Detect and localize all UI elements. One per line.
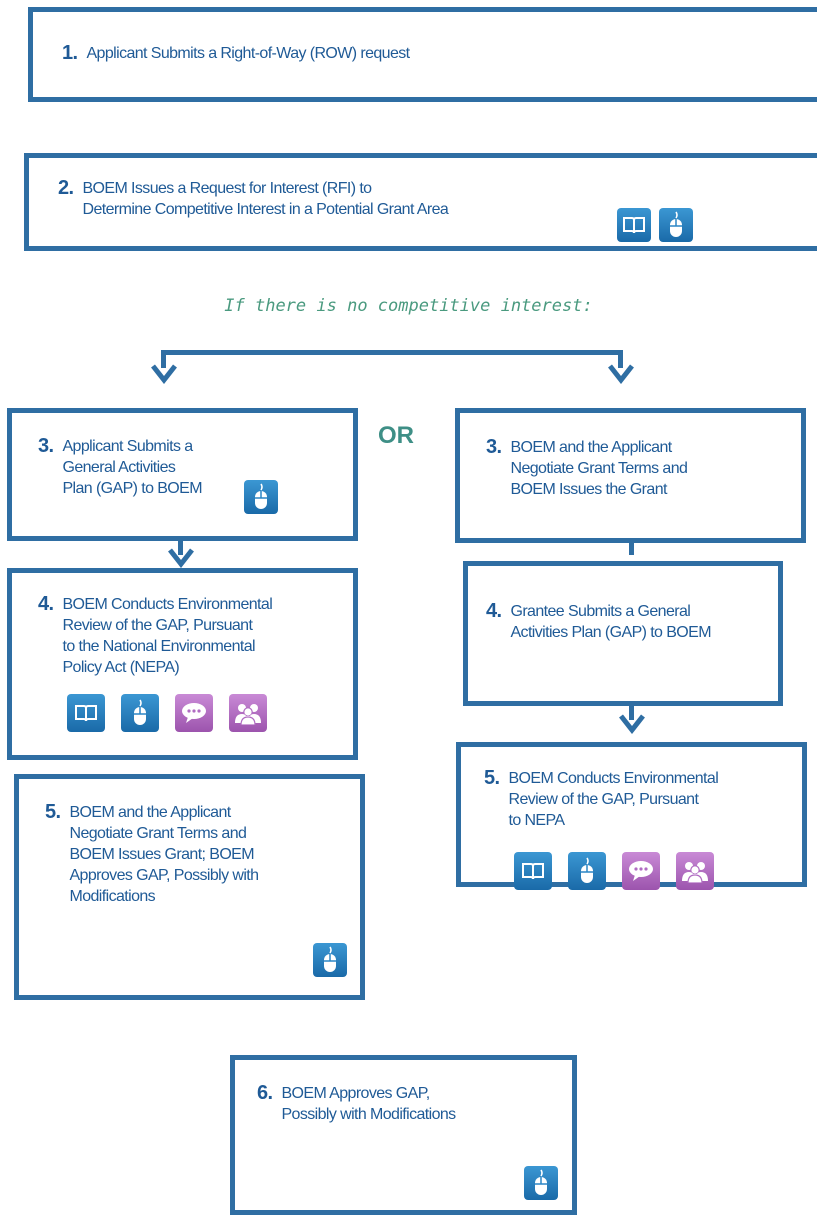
mouse-icon[interactable]	[659, 208, 693, 242]
step-number: 4.	[38, 593, 54, 615]
arrow-down-icon	[619, 714, 645, 734]
left-step-5-icons	[313, 943, 347, 977]
mouse-icon[interactable]	[121, 694, 159, 732]
right-step-5: 5. BOEM Conducts Environmental Review of…	[484, 767, 719, 831]
branch-right-drop	[618, 350, 623, 368]
step-number: 3.	[486, 436, 502, 458]
step-text: BOEM Conducts Environmental Review of th…	[508, 770, 719, 829]
step-number: 2.	[58, 177, 74, 199]
people-icon[interactable]	[229, 694, 267, 732]
step-number: 5.	[45, 801, 61, 823]
step-number: 6.	[257, 1082, 273, 1104]
step-number: 1.	[62, 42, 78, 64]
mouse-icon[interactable]	[244, 480, 278, 514]
step-text: BOEM Approves GAP, Possibly with Modific…	[281, 1085, 456, 1123]
right-step-3: 3. BOEM and the Applicant Negotiate Gran…	[486, 436, 688, 500]
book-icon[interactable]	[67, 694, 105, 732]
left-step-5-box	[14, 774, 365, 1000]
left-step-4: 4. BOEM Conducts Environmental Review of…	[38, 593, 273, 678]
step-6: 6. BOEM Approves GAP, Possibly with Modi…	[257, 1083, 456, 1125]
step-1: 1. Applicant Submits a Right-of-Way (ROW…	[62, 43, 410, 64]
step-6-box	[230, 1055, 577, 1215]
left-step-4-box	[7, 568, 358, 760]
right-step-3-box	[455, 408, 806, 543]
branch-left-drop	[161, 350, 166, 368]
left-step-4-icons	[67, 694, 267, 732]
right-connector-3-4	[629, 543, 634, 555]
arrow-down-right-icon	[608, 364, 634, 384]
mouse-icon[interactable]	[313, 943, 347, 977]
speech-bubble-icon[interactable]	[622, 852, 660, 890]
step-number: 4.	[486, 600, 502, 622]
left-step-3-icons	[244, 480, 278, 514]
step-2: 2. BOEM Issues a Request for Interest (R…	[58, 177, 449, 220]
step-6-icons	[524, 1166, 558, 1200]
right-step-4-box	[463, 561, 783, 706]
mouse-icon[interactable]	[524, 1166, 558, 1200]
step-number: 3.	[38, 435, 54, 457]
step-1-box	[28, 7, 817, 102]
arrow-down-left-icon	[151, 364, 177, 384]
step-text: Grantee Submits a General Activities Pla…	[510, 603, 711, 641]
step-number: 5.	[484, 767, 500, 789]
book-icon[interactable]	[514, 852, 552, 890]
right-step-4: 4. Grantee Submits a General Activities …	[486, 600, 712, 643]
left-step-3: 3. Applicant Submits a General Activitie…	[38, 435, 203, 499]
mouse-icon[interactable]	[568, 852, 606, 890]
step-text: Applicant Submits a Right-of-Way (ROW) r…	[86, 45, 410, 62]
step-text: BOEM Conducts Environmental Review of th…	[62, 596, 273, 676]
arrow-down-icon	[168, 548, 194, 568]
step-text: BOEM Issues a Request for Interest (RFI)…	[82, 180, 449, 218]
condition-note: If there is no competitive interest:	[224, 296, 593, 316]
left-step-5: 5. BOEM and the Applicant Negotiate Gran…	[45, 801, 259, 907]
speech-bubble-icon[interactable]	[175, 694, 213, 732]
book-icon[interactable]	[617, 208, 651, 242]
left-step-3-box	[7, 408, 358, 541]
right-step-5-icons	[514, 852, 714, 890]
people-icon[interactable]	[676, 852, 714, 890]
left-connector-3-4	[178, 541, 183, 555]
step-text: Applicant Submits a General Activities P…	[62, 438, 202, 497]
right-connector-4-5	[629, 706, 634, 720]
branch-stem	[161, 350, 623, 355]
step-text: BOEM and the Applicant Negotiate Grant T…	[69, 804, 259, 905]
step-2-icons	[617, 208, 693, 242]
or-label: OR	[378, 422, 414, 449]
step-text: BOEM and the Applicant Negotiate Grant T…	[510, 439, 688, 498]
